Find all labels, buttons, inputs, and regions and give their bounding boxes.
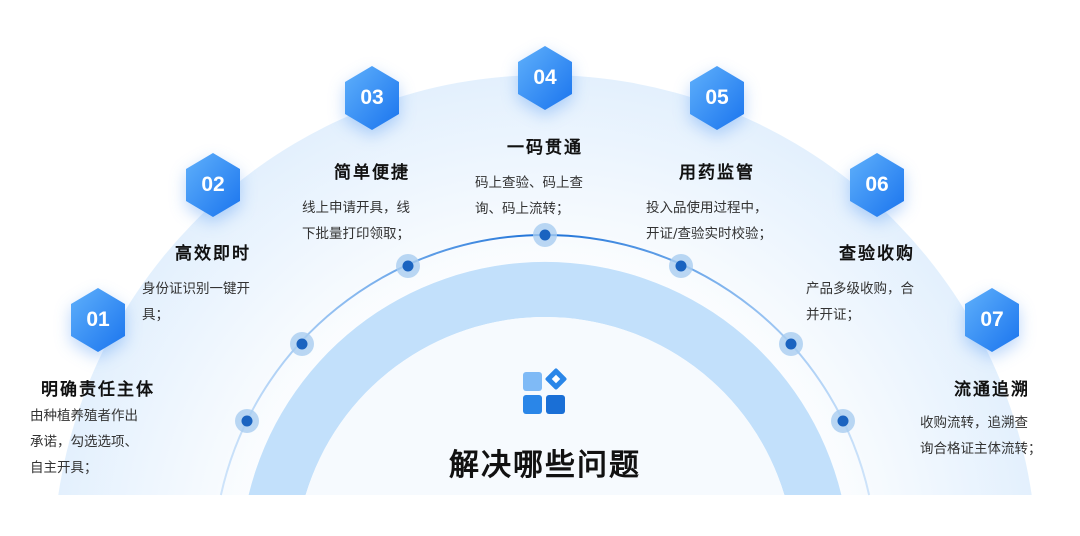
main-title: 解决哪些问题 — [449, 448, 641, 483]
description-line: 身份证识别一键开 — [142, 281, 250, 297]
step-hexagon-badge: 06 — [848, 152, 906, 218]
step-description: 投入品使用过程中， 开证/查验实时校验； — [646, 195, 772, 247]
description-line: 投入品使用过程中， — [646, 200, 768, 216]
step-description: 线上申请开具，线下批量打印领取； — [302, 195, 410, 247]
step-title: 流通追溯 — [954, 380, 1030, 400]
step-description: 产品多级收购，合并开证； — [806, 276, 914, 328]
step-hexagon-badge: 07 — [963, 287, 1021, 353]
description-line: 码上查验、码上查 — [475, 175, 583, 191]
description-line: 具； — [142, 307, 169, 323]
timeline-dot — [779, 332, 803, 356]
step-description: 由种植养殖者作出承诺，勾选选项、自主开具； — [30, 403, 138, 481]
step-number: 06 — [865, 173, 889, 196]
description-line: 询、码上流转； — [475, 201, 570, 217]
timeline-dot — [669, 254, 693, 278]
description-line: 下批量打印领取； — [302, 226, 410, 242]
step-description: 码上查验、码上查询、码上流转； — [475, 170, 583, 222]
step-title: 简单便捷 — [334, 163, 410, 183]
apps-grid-icon — [521, 368, 569, 416]
thick-band — [248, 261, 842, 495]
description-line: 收购流转，追溯查 — [920, 415, 1028, 431]
description-line: 开证/查验实时校验； — [646, 226, 773, 242]
timeline-dot — [290, 332, 314, 356]
timeline-dot — [235, 409, 259, 433]
step-hexagon-badge: 04 — [516, 45, 574, 111]
step-hexagon-badge: 03 — [343, 65, 401, 131]
step-title: 一码贯通 — [507, 138, 583, 158]
description-line: 承诺，勾选选项、 — [30, 434, 138, 450]
step-description: 收购流转，追溯查询合格证主体流转； — [920, 410, 1042, 462]
step-description: 身份证识别一键开具； — [142, 276, 250, 328]
step-number: 03 — [360, 86, 384, 109]
step-title: 明确责任主体 — [41, 380, 155, 400]
description-line: 并开证； — [806, 307, 860, 323]
step-hexagon-badge: 02 — [184, 152, 242, 218]
step-number: 02 — [201, 173, 225, 196]
step-number: 04 — [533, 66, 557, 89]
description-line: 询合格证主体流转； — [920, 441, 1042, 457]
step-number: 01 — [86, 308, 110, 331]
step-hexagon-badge: 01 — [69, 287, 127, 353]
description-line: 线上申请开具，线 — [302, 200, 410, 216]
step-title: 高效即时 — [175, 244, 251, 264]
step-title: 查验收购 — [839, 244, 915, 264]
step-number: 07 — [980, 308, 1004, 331]
description-line: 产品多级收购，合 — [806, 281, 914, 297]
inner-area — [305, 317, 785, 495]
step-title: 用药监管 — [679, 163, 755, 183]
description-line: 自主开具； — [30, 460, 98, 476]
description-line: 由种植养殖者作出 — [30, 408, 138, 424]
timeline-dot — [831, 409, 855, 433]
timeline-dot — [396, 254, 420, 278]
timeline-dot — [533, 223, 557, 247]
step-number: 05 — [705, 86, 729, 109]
step-hexagon-badge: 05 — [688, 65, 746, 131]
